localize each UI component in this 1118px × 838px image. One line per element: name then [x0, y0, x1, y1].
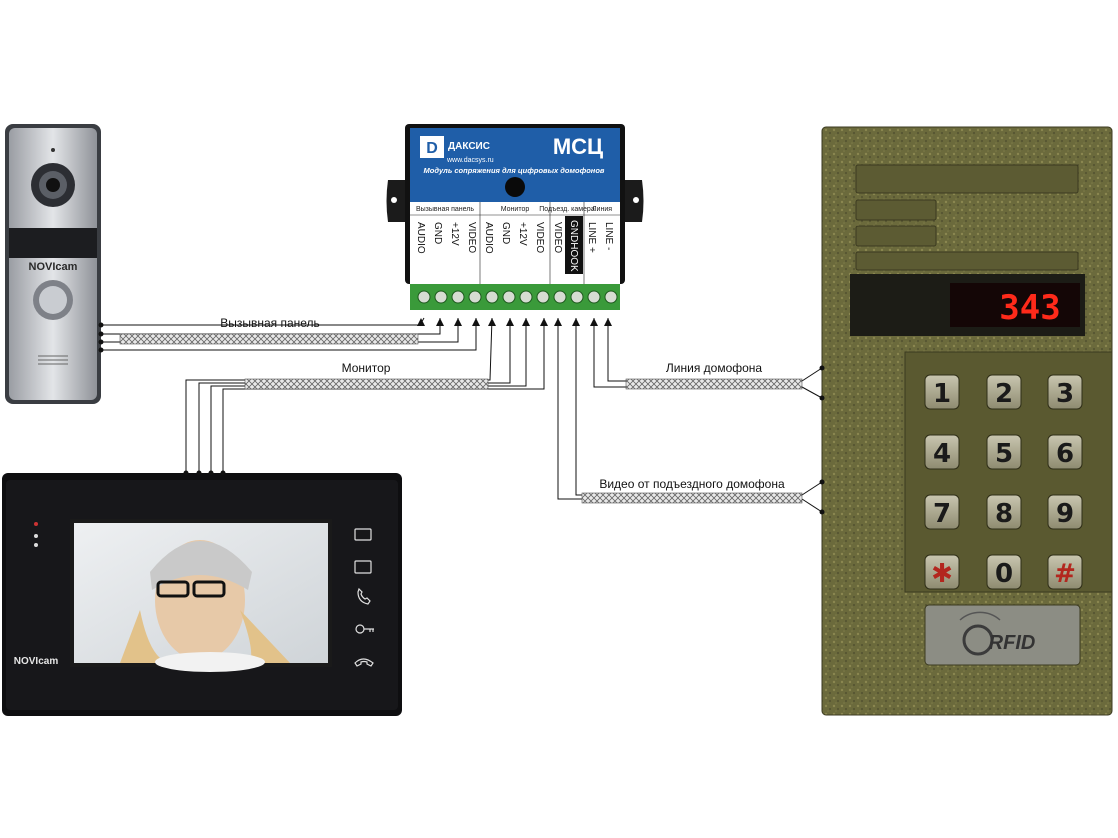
key-hash[interactable]: #	[1047, 554, 1083, 590]
key-7[interactable]: 7	[924, 494, 960, 530]
svg-text:3: 3	[1056, 379, 1074, 409]
module-brand: ДАКСИС	[448, 141, 490, 152]
person-image	[120, 540, 290, 672]
key-4[interactable]: 4	[924, 434, 960, 470]
hang-up-icon[interactable]	[354, 658, 374, 667]
key-5[interactable]: 5	[986, 434, 1022, 470]
terminal-label: AUDIO	[415, 222, 426, 254]
svg-text:✱: ✱	[931, 559, 953, 589]
display-number: 343	[999, 288, 1060, 328]
svg-text:4: 4	[933, 439, 951, 469]
module-model: МСЦ	[553, 134, 603, 159]
svg-text:2: 2	[995, 379, 1013, 409]
cable-label-call-panel: Вызывная панель	[220, 316, 320, 330]
group-camera: Подъезд. камера	[539, 206, 595, 213]
intercom-panel: 343 1 2 3 4 5 6 7 8 9 ✱ 0 # RFID	[819, 126, 1113, 716]
call-panel-device: NOVIcam	[5, 124, 104, 404]
cable-label-monitor: Монитор	[342, 361, 391, 375]
cable-monitor: Монитор	[244, 361, 489, 390]
module-website: www.dacsys.ru	[446, 157, 494, 164]
key-2[interactable]: 2	[986, 374, 1022, 410]
terminal-labels: AUDIO GND +12V VIDEO AUDIO GND +12V VIDE…	[415, 220, 614, 272]
key-1[interactable]: 1	[924, 374, 960, 410]
cable-label-entrance-video: Видео от подъездного домофона	[599, 477, 785, 491]
key-6[interactable]: 6	[1047, 434, 1083, 470]
key-star[interactable]: ✱	[924, 554, 960, 590]
cable-call-panel: Вызывная панель	[119, 316, 419, 345]
group-monitor: Монитор	[501, 206, 530, 213]
speaker-grille-icon	[38, 355, 68, 365]
monitor-device: NOVIcam	[2, 470, 402, 716]
gallery-icon[interactable]	[354, 560, 372, 574]
svg-text:1: 1	[933, 379, 951, 409]
terminal-label: GND	[432, 222, 443, 244]
phone-icon[interactable]	[357, 587, 371, 605]
terminal-label: AUDIO	[483, 222, 494, 254]
call-panel-logo: NOVIcam	[29, 261, 78, 273]
key-icon[interactable]	[355, 624, 374, 634]
group-line: Линия	[592, 206, 612, 213]
svg-text:5: 5	[995, 439, 1013, 469]
module-subtitle: Модуль сопряжения для цифровых домофонов	[424, 166, 605, 175]
key-0[interactable]: 0	[986, 554, 1022, 590]
terminal-arrows	[417, 318, 612, 326]
led-indicator-icon	[505, 177, 525, 197]
svg-text:D: D	[426, 140, 438, 157]
svg-text:0: 0	[995, 559, 1013, 589]
terminal-label: VIDEO	[534, 222, 545, 253]
svg-text:6: 6	[1056, 439, 1074, 469]
cable-label-intercom-line: Линия домофона	[666, 361, 763, 375]
monitor-buttons	[354, 528, 374, 667]
rfid-reader[interactable]: RFID	[924, 604, 1081, 666]
key-9[interactable]: 9	[1047, 494, 1083, 530]
key-3[interactable]: 3	[1047, 374, 1083, 410]
terminal-label: GNDHOOK	[568, 220, 579, 272]
terminal-label: LINE -	[603, 222, 614, 250]
terminal-label: VIDEO	[466, 222, 477, 253]
terminal-label: +12V	[517, 222, 528, 246]
cable-intercom-line: Линия домофона	[625, 361, 803, 390]
group-call-panel: Вызывная панель	[416, 206, 474, 213]
terminal-label: VIDEO	[552, 222, 563, 253]
svg-text:7: 7	[933, 499, 951, 529]
keypad: 1 2 3 4 5 6 7 8 9 ✱ 0 #	[924, 374, 1083, 590]
terminal-label: GND	[500, 222, 511, 244]
rfid-label: RFID	[989, 632, 1036, 654]
interface-module: D ДАКСИС www.dacsys.ru МСЦ Модуль сопряж…	[386, 124, 644, 310]
intercom-display	[950, 283, 1080, 327]
terminal-screws[interactable]	[417, 290, 618, 304]
terminal-label: LINE +	[586, 222, 597, 253]
cable-entrance-video: Видео от подъездного домофона	[581, 477, 803, 504]
switch-camera-icon[interactable]	[354, 528, 372, 541]
terminal-label: +12V	[449, 222, 460, 246]
svg-text:9: 9	[1056, 499, 1074, 529]
monitor-logo: NOVIcam	[14, 656, 59, 667]
svg-text:8: 8	[995, 499, 1013, 529]
key-8[interactable]: 8	[986, 494, 1022, 530]
svg-text:#: #	[1054, 559, 1076, 589]
